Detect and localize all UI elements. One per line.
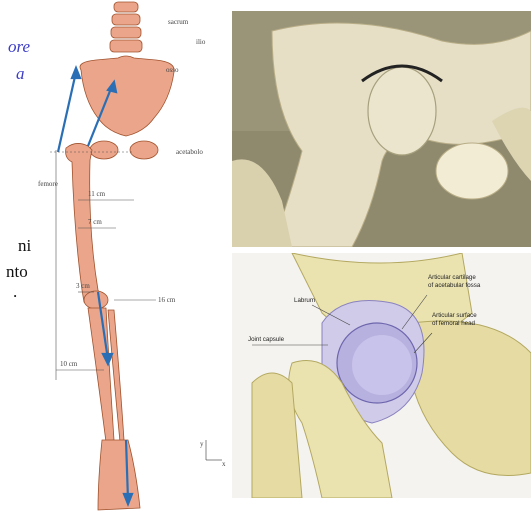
side-text-ore: ore bbox=[8, 37, 30, 57]
label-acetabolo: acetabolo bbox=[176, 148, 203, 156]
pelvis-bone bbox=[80, 56, 174, 136]
side-text-nto: nto bbox=[6, 262, 28, 282]
label-3cm: 3 cm bbox=[76, 282, 90, 290]
obturator-hole-left bbox=[90, 141, 118, 159]
hip-joint-diagram: Labrum Joint capsule Articular cartilage… bbox=[232, 253, 531, 498]
side-text-a: a bbox=[16, 64, 25, 84]
label-11cm: 11 cm bbox=[88, 190, 106, 198]
leg-skeleton-diagram: sacrum ilio osso acetabolo femore 11 cm … bbox=[36, 0, 256, 515]
label-femore: femore bbox=[38, 180, 58, 188]
label-16cm: 16 cm bbox=[158, 296, 176, 304]
axis-indicator bbox=[206, 440, 222, 460]
side-text-period: . bbox=[13, 282, 17, 302]
patella bbox=[84, 291, 108, 309]
obturator-hole-right bbox=[130, 141, 158, 159]
side-text-ni: ni bbox=[18, 236, 31, 256]
label-10cm: 10 cm bbox=[60, 360, 78, 368]
label-sacrum: sacrum bbox=[168, 18, 189, 26]
foot-bone bbox=[98, 440, 140, 510]
axis-x-label: x bbox=[222, 460, 226, 468]
label-7cm: 7 cm bbox=[88, 218, 102, 226]
spine-vertebrae bbox=[110, 2, 142, 52]
label-labrum: Labrum bbox=[294, 297, 315, 304]
label-osso: osso bbox=[166, 66, 179, 74]
label-joint-capsule: Joint capsule bbox=[248, 336, 285, 343]
label-ilio: ilio bbox=[196, 38, 206, 46]
axis-y-label: y bbox=[200, 440, 204, 448]
hip-bone-photo bbox=[232, 11, 531, 247]
